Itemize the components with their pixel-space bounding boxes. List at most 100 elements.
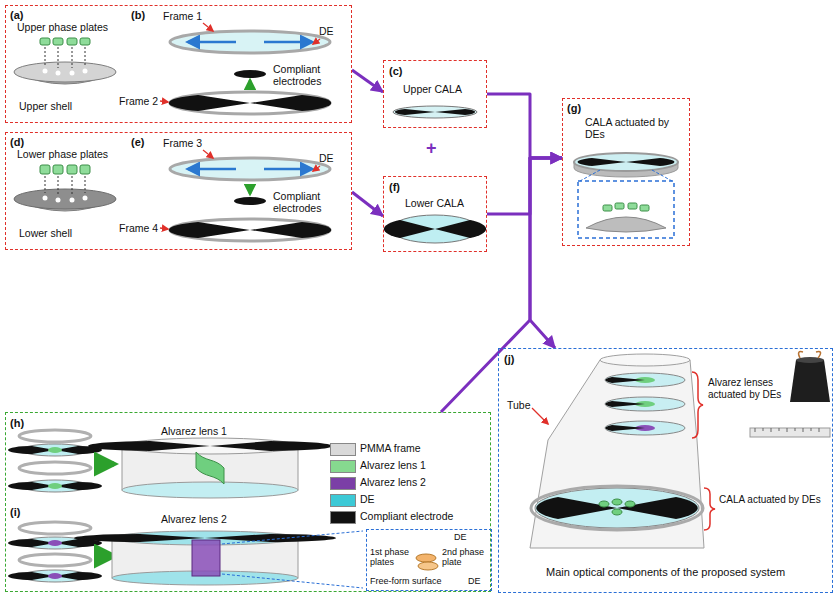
part-label: Alvarez lens 2 <box>161 513 227 525</box>
panel: (h)Alvarez lens 1(i)Alvarez lens 2DE1st … <box>5 412 491 592</box>
optical-system-drawing-part <box>535 488 699 528</box>
upper-shell-part <box>14 62 116 82</box>
optical-system-drawing-part <box>612 499 622 505</box>
optical-system-drawing-part <box>605 373 685 387</box>
upper-shell-part <box>43 69 48 74</box>
panel-letter: (f) <box>389 181 400 194</box>
lower-shell-part <box>14 189 116 209</box>
alvarez-lens-1-drawing <box>8 430 332 498</box>
part-label: Lower shell <box>19 227 72 239</box>
part-label: DE <box>319 25 334 37</box>
part-label: 2nd phase plate <box>442 547 488 568</box>
alvarez-lens-1-drawing-part <box>55 482 102 490</box>
upper-shell-part <box>83 69 88 74</box>
lower-shell <box>14 165 116 211</box>
optical-system-drawing-part <box>599 501 609 507</box>
legend-swatch <box>330 460 356 473</box>
upper-shell-part <box>53 38 63 45</box>
upper-shell-part <box>56 71 61 76</box>
cala-assembly <box>574 153 678 238</box>
optical-system-drawing-part <box>612 509 622 515</box>
lower-de-assembly-part <box>250 222 331 238</box>
panel-letter: (i) <box>10 506 20 519</box>
cala-assembly-part <box>586 217 666 232</box>
legend-swatch <box>330 494 356 507</box>
cala-assembly-part <box>578 158 626 166</box>
alvarez-lens-2-drawing-part <box>19 554 91 566</box>
alvarez-lens-2-drawing-part <box>48 540 62 546</box>
part-label: Free-form surface <box>370 576 442 586</box>
lower-de-assembly-part <box>160 228 168 229</box>
lower-cala-part <box>384 220 435 238</box>
alvarez-lens-2-drawing-part <box>19 522 91 534</box>
optical-system-drawing-part <box>692 372 703 438</box>
upper-cala-part <box>435 109 475 115</box>
panel-letter: (j) <box>504 353 514 366</box>
legend-swatch <box>330 511 356 524</box>
legend-label: Alvarez lens 2 <box>360 476 426 488</box>
panel-letter: (h) <box>10 417 24 430</box>
part-label: Frame 4 <box>119 222 158 234</box>
lower-de-assembly-part <box>188 168 236 171</box>
optical-system-drawing-part <box>799 352 821 358</box>
lower-shell-part <box>45 176 46 193</box>
optical-system-drawing-part <box>605 425 645 431</box>
alvarez-lens-1-drawing-part <box>48 483 62 489</box>
legend-swatch <box>330 477 356 490</box>
part-label: Compliant electrodes <box>273 190 337 214</box>
part-label: Upper shell <box>19 100 72 112</box>
flow-arrow <box>441 158 562 412</box>
upper-shell-part <box>45 47 46 66</box>
lower-cala <box>384 215 486 243</box>
legend-label: Compliant electrode <box>360 510 453 522</box>
alvarez-lens-1-drawing-part <box>19 462 91 474</box>
lower-shell-part <box>80 165 90 174</box>
panel-letter: (b) <box>131 9 145 22</box>
alvarez-lens-2-drawing-part <box>222 531 363 544</box>
part-label: Alvarez lenses actuated by DEs <box>708 377 788 400</box>
upper-de-assembly-part <box>234 70 266 78</box>
alvarez-lens-1-drawing-part <box>8 446 55 454</box>
panel-letter: (d) <box>10 136 24 149</box>
upper-shell-part <box>72 47 73 68</box>
flow-arrow <box>487 158 562 214</box>
optical-system-drawing-part <box>605 377 645 383</box>
part-label: Frame 3 <box>163 137 202 149</box>
lower-de-assembly-part <box>203 150 213 158</box>
upper-de-assembly-part <box>250 95 331 111</box>
alvarez-lens-1-drawing-part <box>122 482 298 498</box>
alvarez-lens-2-drawing-part <box>192 540 220 576</box>
optical-system-drawing-part <box>536 497 617 519</box>
lower-de-assembly-part <box>234 197 266 205</box>
legend-label: DE <box>360 493 375 505</box>
upper-shell-part <box>58 47 59 68</box>
lower-cala-part <box>435 220 486 238</box>
panel-letter: (e) <box>131 136 144 149</box>
part-label: Upper CALA <box>403 83 462 95</box>
flow-arrow <box>352 70 383 92</box>
legend-label: Alvarez lens 1 <box>360 459 426 471</box>
optical-system-drawing-part <box>750 428 830 437</box>
part-label: CALA actuated by DEs <box>585 116 685 140</box>
part-label: Alvarez lens 1 <box>161 425 227 437</box>
optical-system-drawing-part <box>755 428 819 432</box>
cala-assembly-part <box>626 158 674 166</box>
optical-system-drawing-part <box>625 501 635 507</box>
cala-assembly-part <box>578 181 674 238</box>
optical-system-drawing-part <box>531 486 703 530</box>
optical-system-drawing-part <box>605 397 685 411</box>
panel: (c)Upper CALA <box>383 60 487 128</box>
cala-assembly-part <box>628 203 637 209</box>
upper-shell-part <box>40 38 50 45</box>
upper-cala <box>393 106 477 118</box>
lower-shell-part <box>56 198 61 203</box>
plus-sign: + <box>426 138 437 159</box>
panel: (j)TubeAlvarez lenses actuated by DEsCAL… <box>498 348 833 593</box>
panel: (a)Upper phase platesUpper shell(b)Frame… <box>5 5 352 123</box>
upper-shell <box>14 38 116 84</box>
alvarez-lens-2-drawing-part <box>8 572 55 580</box>
upper-cala-part <box>395 109 435 115</box>
lower-shell-part <box>85 176 86 193</box>
alvarez-lens-2-drawing-part <box>55 572 102 580</box>
